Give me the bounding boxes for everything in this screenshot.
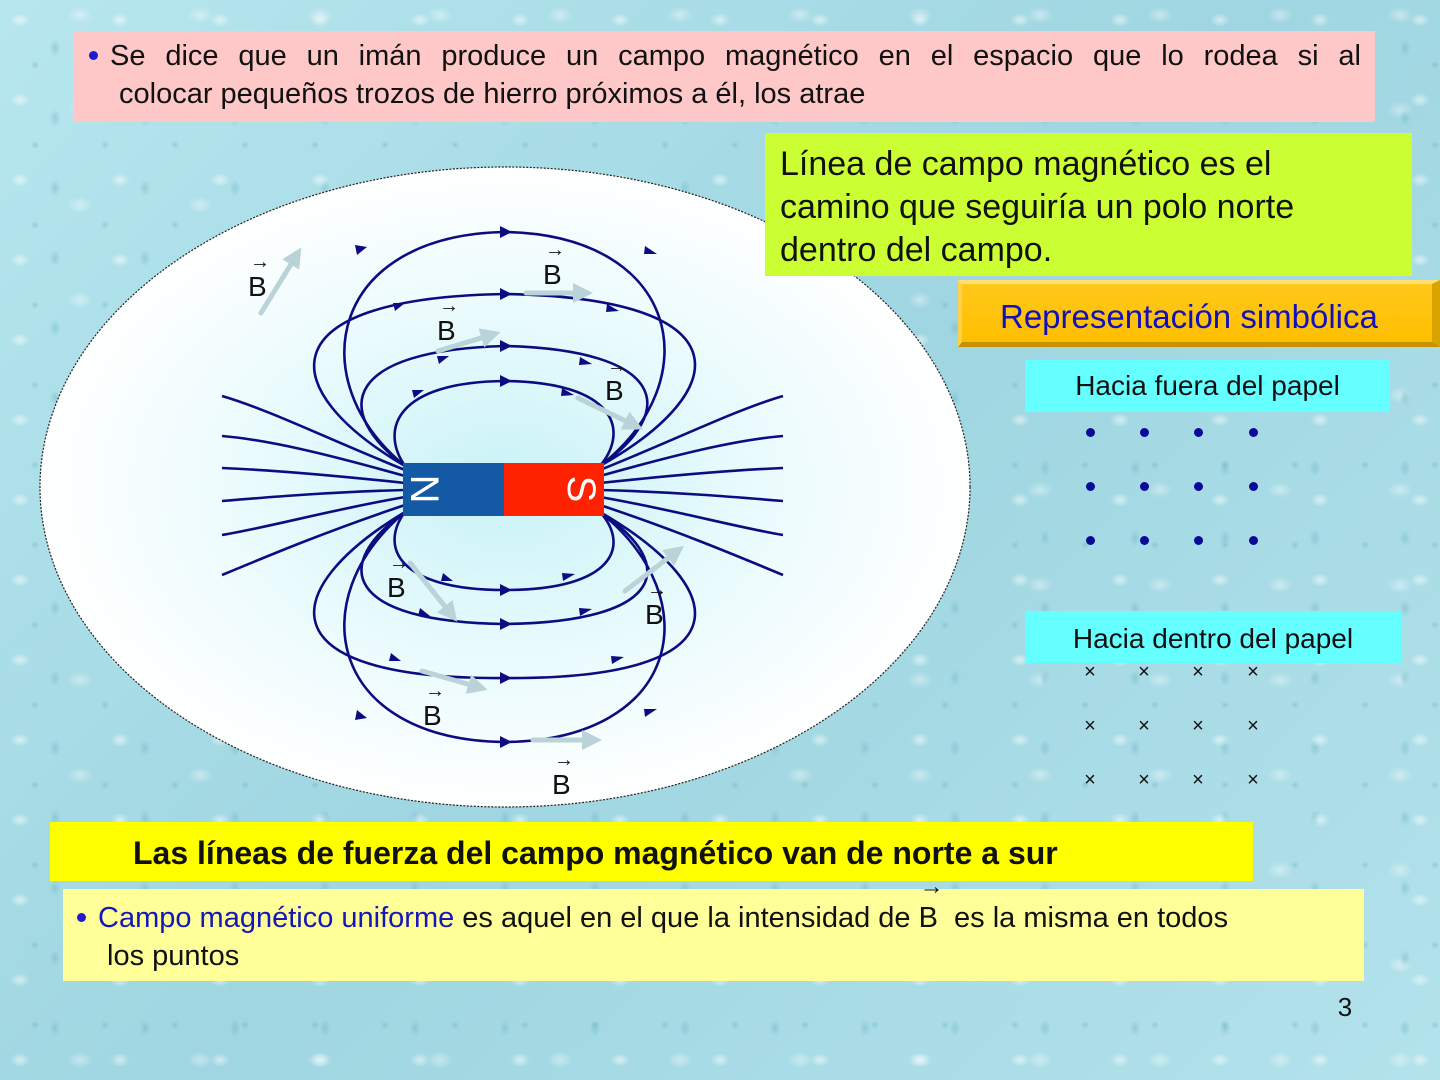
field-lines-illustration: B → B → B → B → B → B → B → B → N S (39, 166, 971, 808)
bar-magnet: N S (402, 463, 604, 516)
intro-line-2: colocar pequeños trozos de hierro próxim… (119, 78, 866, 110)
vector-label-b: B (423, 700, 442, 731)
cross-icon: × (1138, 715, 1150, 737)
svg-text:→: → (439, 295, 459, 317)
field-direction-arrows (355, 226, 657, 748)
svg-text:→: → (607, 355, 627, 377)
dot-icon (1248, 482, 1258, 492)
cross-icon: × (1084, 661, 1096, 683)
page-number: 3 (1337, 992, 1353, 1022)
dot-icon (1193, 482, 1203, 492)
north-label: N (402, 475, 446, 504)
svg-text:→: → (250, 251, 270, 273)
cross-icon: × (1084, 769, 1096, 791)
uniform-line-2: los puntos (107, 940, 240, 972)
dot-icon (1248, 428, 1258, 438)
out-of-page-dot-grid (1070, 418, 1290, 558)
dot-icon (1139, 428, 1149, 438)
north-to-south-rule-banner: Las líneas de fuerza del campo magnético… (50, 822, 1253, 881)
uniform-term: Campo magnético uniforme (98, 902, 455, 934)
symbolic-representation-title: Representación simbólica (958, 280, 1440, 347)
dot-icon (1248, 536, 1258, 546)
svg-text:→: → (554, 749, 574, 771)
dot-icon (1193, 428, 1203, 438)
vector-label-b: B (645, 599, 664, 630)
dot-icon (1139, 482, 1149, 492)
tangent-vectors (258, 247, 684, 750)
dot-icon (1193, 536, 1203, 546)
cross-icon: × (1192, 769, 1204, 791)
south-pole (504, 463, 604, 516)
definition-line: dentro del campo. (780, 231, 1053, 269)
intro-text-box: Se dice que un imán produce un campo mag… (73, 31, 1375, 122)
svg-text:→: → (389, 552, 409, 574)
definition-line: camino que seguiría un polo norte (780, 188, 1295, 226)
intro-line-1: Se dice que un imán produce un campo mag… (89, 37, 1361, 75)
field-lines (221, 230, 784, 744)
north-pole (403, 463, 504, 516)
cross-icon: × (1192, 661, 1204, 683)
cross-icon: × (1192, 715, 1204, 737)
intro-line-1-text: Se dice que un imán produce un campo mag… (110, 40, 1361, 72)
dot-icon (1085, 482, 1095, 492)
vector-label-b: B (552, 769, 571, 800)
definition-line: Línea de campo magnético es el (780, 145, 1272, 183)
cross-icon: × (1247, 715, 1259, 737)
dot-icon (1085, 536, 1095, 546)
vector-label-b: B (543, 259, 562, 290)
cross-icon: × (1138, 661, 1150, 683)
uniform-text-before: es aquel en el que la intensidad de (454, 902, 919, 934)
bullet-icon (77, 912, 86, 922)
cross-icon: × (1247, 661, 1259, 683)
vector-labels: B → B → B → B → B → B → B → B → (248, 239, 667, 800)
svg-text:→: → (545, 239, 565, 261)
bullet-icon (89, 50, 98, 60)
dot-icon (1139, 536, 1149, 546)
out-of-page-label: Hacia fuera del papel (1025, 360, 1390, 412)
uniform-text-after: es la misma en todos (937, 902, 1229, 934)
cross-icon: × (1247, 769, 1259, 791)
cross-icon: × (1138, 769, 1150, 791)
magnet-field-diagram: B → B → B → B → B → B → B → B → N S (0, 140, 1000, 830)
uniform-field-definition-box: Campo magnético uniforme es aquel en el … (63, 875, 1364, 981)
field-line-definition-box: Línea de campo magnético es el camino qu… (765, 133, 1412, 276)
into-page-label: Hacia dentro del papel (1025, 611, 1401, 663)
vector-label-b: B (387, 572, 406, 603)
south-label: S (559, 476, 603, 503)
into-page-cross-grid: × × × × × × × × × × × × (1070, 657, 1290, 797)
uniform-line-1: Campo magnético uniforme es aquel en el … (77, 875, 1350, 937)
svg-text:→: → (425, 680, 445, 702)
svg-text:→: → (647, 579, 667, 601)
vector-b-letter: B (918, 902, 938, 934)
vector-label-b: B (605, 375, 624, 406)
vector-b-symbol: →B (918, 875, 944, 937)
vector-label-b: B (248, 271, 267, 302)
dot-icon (1085, 428, 1095, 438)
vector-label-b: B (437, 315, 456, 346)
vector-arrow-icon: → (919, 873, 944, 900)
cross-icon: × (1084, 715, 1096, 737)
